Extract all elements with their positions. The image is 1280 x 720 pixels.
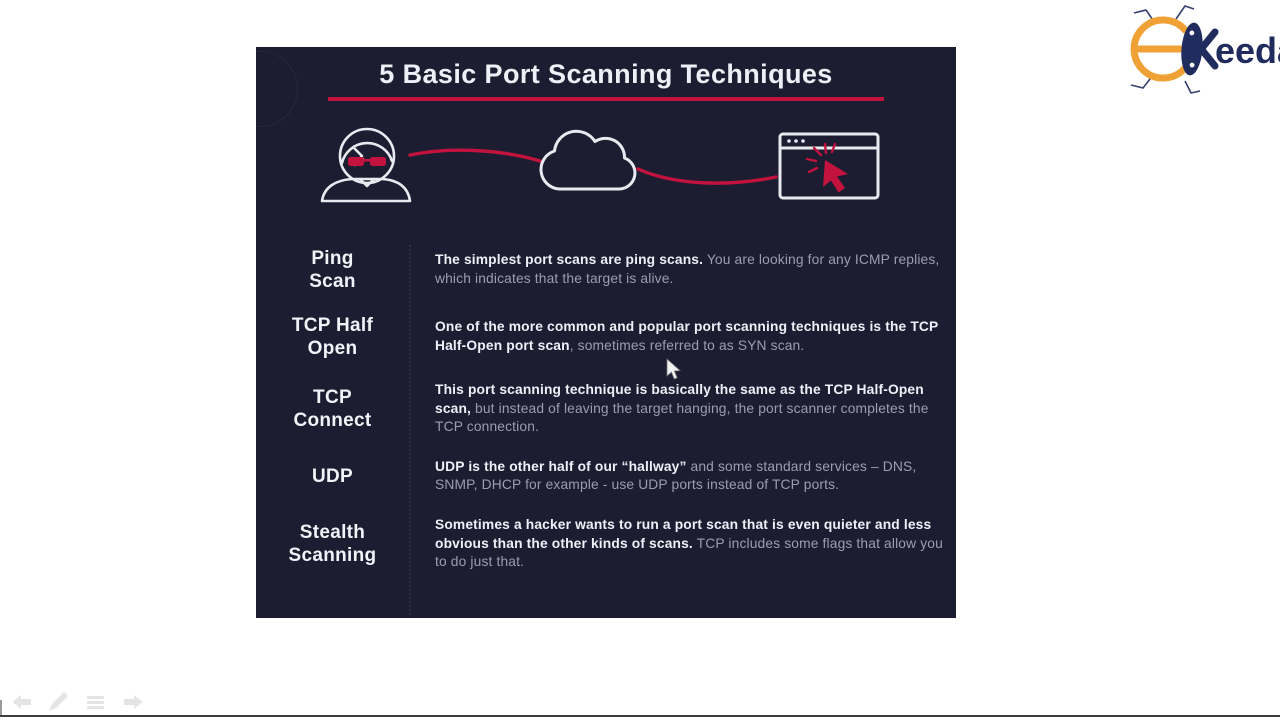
description-detail: , sometimes referred to as SYN scan. <box>569 338 805 353</box>
description-emphasis: One of the more common and popular port … <box>435 319 939 353</box>
technique-description: Sometimes a hacker wants to run a port s… <box>435 516 947 572</box>
next-arrow-icon[interactable] <box>121 690 145 714</box>
bug-leg-icon <box>1130 74 1154 89</box>
technique-description: This port scanning technique is basicall… <box>435 381 947 437</box>
bug-leg-icon <box>1184 80 1201 94</box>
description-emphasis: This port scanning technique is basicall… <box>435 382 924 416</box>
bug-leg-icon <box>1175 5 1195 20</box>
ekeeda-logo: eeda <box>1130 5 1280 94</box>
technique-label: UDP <box>256 465 409 488</box>
row-udp: UDP UDP is the other half of our “hallwa… <box>256 458 956 495</box>
row-stealth-scanning: Stealth Scanning Sometimes a hacker want… <box>256 516 956 572</box>
connector-line-right <box>636 167 778 185</box>
technique-label: Ping Scan <box>256 247 409 293</box>
label-line: Scanning <box>288 544 377 566</box>
technique-label: TCP Connect <box>256 386 409 432</box>
menu-icon[interactable] <box>84 690 108 714</box>
description-emphasis: UDP is the other half of our “hallway” <box>435 458 687 474</box>
mouse-cursor <box>666 358 681 380</box>
browser-click-icon <box>778 132 880 200</box>
logo-letter-k-arms <box>1198 28 1219 70</box>
technique-description: The simplest port scans are ping scans. … <box>435 251 947 288</box>
hacker-icon <box>320 127 412 203</box>
row-ping-scan: Ping Scan The simplest port scans are pi… <box>256 247 956 293</box>
label-line: Connect <box>293 409 372 431</box>
technique-description: One of the more common and popular port … <box>435 318 947 355</box>
description-detail: TCP includes some flags that allow you t… <box>435 535 943 570</box>
row-tcp-half-open: TCP Half Open One of the more common and… <box>256 314 956 360</box>
row-tcp-connect: TCP Connect This port scanning technique… <box>256 381 956 437</box>
previous-arrow-icon[interactable] <box>10 690 34 714</box>
logo-brand-text: eeda <box>1215 30 1280 71</box>
technique-label: TCP Half Open <box>256 314 409 360</box>
description-emphasis: The simplest port scans are ping scans. <box>435 252 704 268</box>
description-emphasis: Sometimes a hacker wants to run a port s… <box>435 516 932 551</box>
description-detail: You are looking for any ICMP replies, wh… <box>435 252 940 286</box>
label-line: Stealth <box>299 521 366 543</box>
bug-body-icon <box>1181 22 1203 76</box>
title-underline <box>328 97 884 101</box>
label-line: Open <box>307 338 358 359</box>
connector-line-left <box>408 148 542 163</box>
pen-icon[interactable] <box>47 690 71 714</box>
player-toolbar <box>10 690 145 714</box>
description-detail: but instead of leaving the target hangin… <box>435 400 929 435</box>
infographic-slide: 5 Basic Port Scanning Techniques <box>256 47 956 618</box>
description-detail: and some standard services – DNS, SNMP, … <box>435 458 917 493</box>
label-line: Ping <box>311 248 354 269</box>
label-line: UDP <box>311 465 353 487</box>
technique-label: Stealth Scanning <box>256 521 409 567</box>
logo-letter-e <box>1130 16 1189 82</box>
label-line: TCP <box>313 386 352 408</box>
slide-title: 5 Basic Port Scanning Techniques <box>379 59 833 89</box>
technique-description: UDP is the other half of our “hallway” a… <box>435 458 947 495</box>
bottom-divider-line <box>0 715 1280 717</box>
flow-diagram <box>320 127 880 203</box>
label-line: TCP Half <box>291 315 374 336</box>
screen-edge-mark <box>0 700 2 716</box>
cloud-icon <box>539 129 637 191</box>
technique-list: Ping Scan The simplest port scans are pi… <box>256 247 956 572</box>
label-line: Scan <box>309 271 356 292</box>
column-divider <box>409 245 411 615</box>
